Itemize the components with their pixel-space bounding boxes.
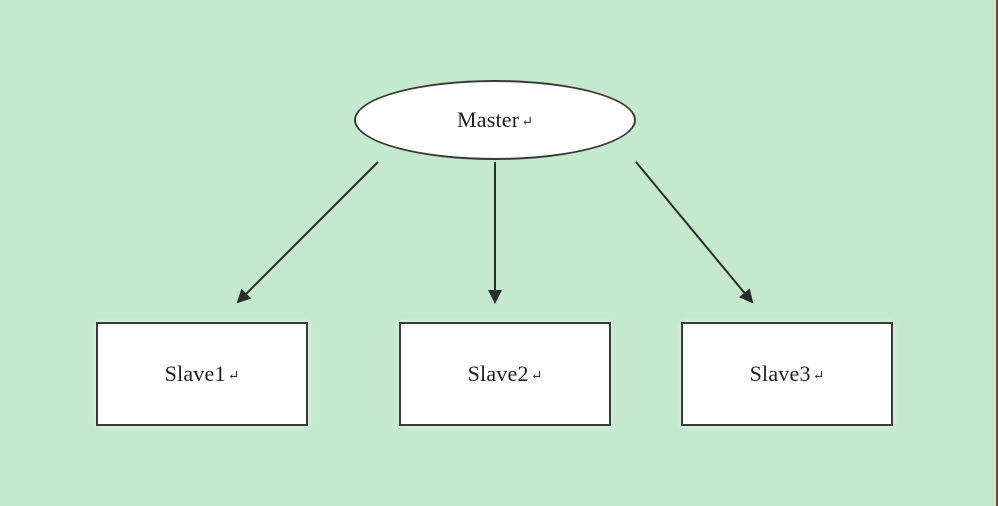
- return-mark-icon: ↵: [530, 368, 543, 384]
- slave1-label: Slave1: [164, 361, 226, 386]
- slave3-label: Slave3: [749, 361, 811, 386]
- slave1-node: Slave1↵: [96, 322, 308, 426]
- return-mark-icon: ↵: [227, 368, 240, 384]
- return-mark-icon: ↵: [521, 114, 534, 130]
- slave3-node: Slave3↵: [681, 322, 893, 426]
- slave2-label: Slave2: [467, 361, 529, 386]
- master-label: Master: [456, 107, 520, 132]
- arrow-to-slave1: [236, 161, 379, 304]
- slave2-node: Slave2↵: [399, 322, 611, 426]
- master-node: Master↵: [354, 80, 636, 160]
- return-mark-icon: ↵: [812, 368, 825, 384]
- arrow-to-slave3: [635, 161, 754, 304]
